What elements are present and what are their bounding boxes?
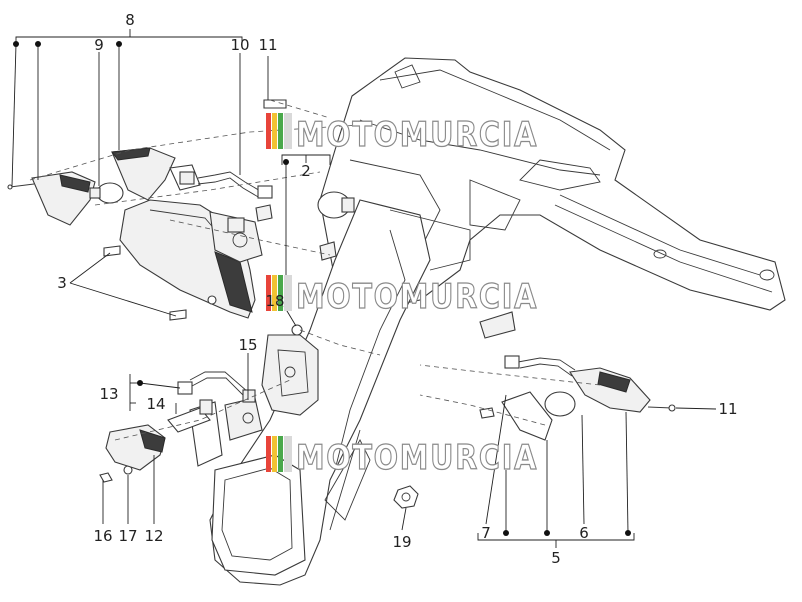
callout-label: 17 [118, 527, 137, 545]
wm-stripe [284, 436, 292, 472]
left-indicator-assembly [7, 147, 273, 226]
callout-label: 9 [94, 36, 104, 54]
callout-label: 2 [301, 162, 311, 180]
callout-label: 16 [93, 527, 112, 545]
wm-stripe [266, 436, 271, 472]
wm-stripe [278, 275, 283, 311]
callout-label: 12 [144, 527, 163, 545]
callout-label: 5 [551, 549, 561, 567]
leader-dots [13, 41, 631, 536]
watermark-text: MOTOMURCIA [296, 438, 538, 478]
callout-labels: 8 9 10 11 2 3 18 15 13 14 16 17 12 19 7 … [57, 11, 737, 567]
callout-label: 11 [718, 400, 737, 418]
callout-label: 14 [146, 395, 165, 413]
license-plate-holder [189, 334, 319, 576]
callout-label: 10 [230, 36, 249, 54]
watermark-top: MOTOMURCIA [266, 113, 538, 156]
wm-stripe [272, 275, 277, 311]
wm-stripe [272, 436, 277, 472]
wm-stripe [272, 113, 277, 149]
wm-stripe [284, 113, 292, 149]
wm-stripe [266, 275, 271, 311]
wm-stripe [278, 436, 283, 472]
watermark-middle: MOTOMURCIA [266, 275, 538, 318]
callout-label: 19 [392, 533, 411, 551]
callout-label: 6 [579, 524, 589, 542]
leader-lines [11, 29, 717, 548]
callout-label: 8 [125, 11, 135, 29]
wm-stripe [278, 113, 283, 149]
watermark-text: MOTOMURCIA [296, 115, 538, 155]
callout-label: 7 [481, 524, 491, 542]
tail-light-unit [119, 199, 263, 319]
callout-label: 13 [99, 385, 118, 403]
wm-stripe [284, 275, 292, 311]
assembly-dashed-lines [29, 99, 601, 441]
callout-label: 3 [57, 274, 67, 292]
bulb [317, 191, 355, 219]
watermark-text: MOTOMURCIA [296, 277, 538, 317]
rear-left-indicator-assembly [105, 371, 256, 471]
callout-label: 11 [258, 36, 277, 54]
rear-right-indicator-assembly [501, 355, 676, 441]
callout-label: 18 [265, 292, 284, 310]
small-fittings [99, 99, 495, 509]
wm-stripe [266, 113, 271, 149]
callout-label: 15 [238, 336, 257, 354]
watermark-bottom: MOTOMURCIA [266, 436, 538, 479]
